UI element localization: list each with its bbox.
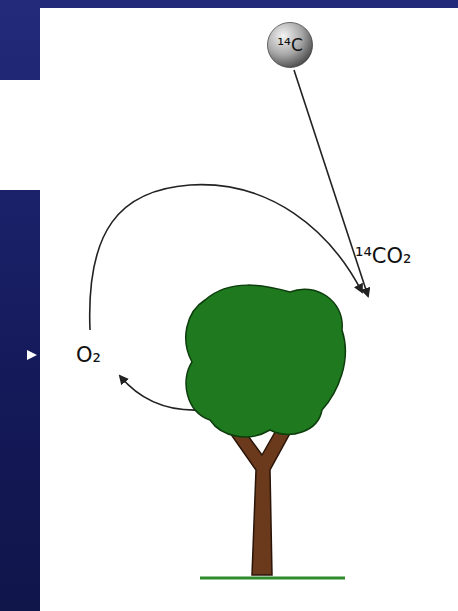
o2-label: O₂ [76, 343, 101, 367]
co2-label: ¹⁴CO₂ [355, 244, 411, 268]
slide-bullet [27, 350, 37, 360]
carbon-sphere: ¹⁴C [267, 22, 313, 68]
blank-text-box [0, 80, 272, 190]
tree [186, 285, 346, 578]
isotope-label: ¹⁴C [277, 35, 303, 55]
